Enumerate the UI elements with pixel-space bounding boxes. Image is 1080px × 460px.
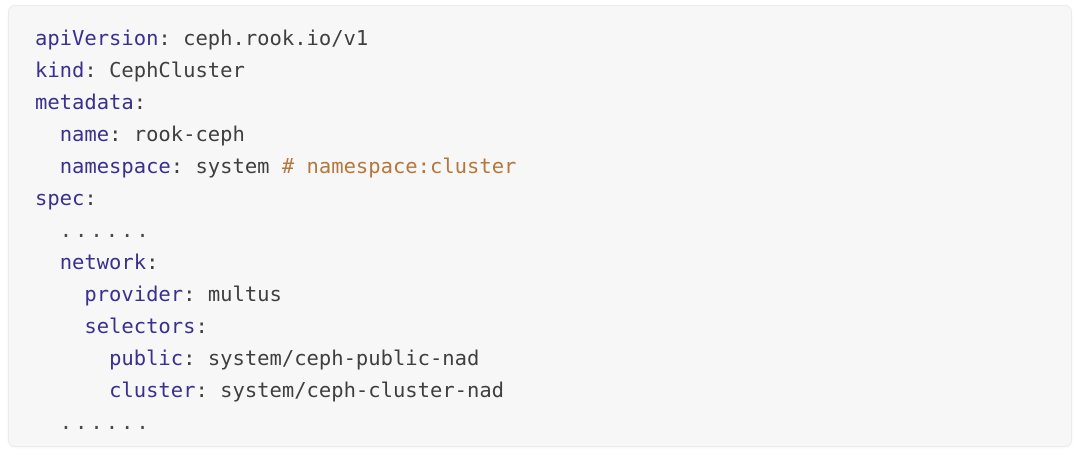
token-key: network xyxy=(59,250,147,274)
token-indent xyxy=(35,250,60,274)
token-key: kind xyxy=(35,58,85,82)
token-punc: : xyxy=(195,314,208,338)
token-indent xyxy=(35,410,60,434)
line-spec-ellipsis-top: ...... xyxy=(9,214,1071,246)
token-key: provider xyxy=(84,282,184,306)
line-spec-ellipsis-bottom: ...... xyxy=(9,406,1071,438)
token-indent xyxy=(35,218,60,242)
line-selectors-cluster: cluster: system/ceph-cluster-nad xyxy=(9,374,1071,406)
token-value: rook-ceph xyxy=(133,122,245,146)
token-key: spec xyxy=(35,186,85,210)
token-indent xyxy=(35,282,84,306)
token-punc: : xyxy=(84,186,97,210)
token-punc: : xyxy=(170,154,196,178)
token-value: system/ceph-public-nad xyxy=(207,346,480,370)
token-value: system/ceph-cluster-nad xyxy=(220,378,505,402)
token-key: cluster xyxy=(109,378,196,402)
token-punc: : xyxy=(158,26,184,50)
line-network-provider: provider: multus xyxy=(9,278,1071,310)
token-value: CephCluster xyxy=(109,58,245,82)
token-punc: : xyxy=(195,378,221,402)
token-key: selectors xyxy=(84,314,196,338)
token-punc: : xyxy=(183,282,208,306)
line-spec: spec: xyxy=(9,182,1071,214)
token-punc: : xyxy=(146,250,159,274)
line-kind: kind: CephCluster xyxy=(9,54,1071,86)
line-metadata-name: name: rook-ceph xyxy=(9,118,1071,150)
token-punc: : xyxy=(183,346,208,370)
line-selectors-public: public: system/ceph-public-nad xyxy=(9,342,1071,374)
token-value: multus xyxy=(207,282,282,306)
token-key: metadata xyxy=(35,90,134,114)
token-value: system xyxy=(195,154,282,178)
token-ellipsis: ...... xyxy=(59,218,152,242)
token-punc: : xyxy=(84,58,110,82)
token-indent xyxy=(35,154,60,178)
token-key: namespace xyxy=(59,154,171,178)
line-network-selectors: selectors: xyxy=(9,310,1071,342)
token-indent xyxy=(35,378,109,402)
token-punc: : xyxy=(109,122,134,146)
token-indent xyxy=(35,346,109,370)
line-metadata-namespace: namespace: system # namespace:cluster xyxy=(9,150,1071,182)
token-comment: # namespace:cluster xyxy=(281,154,517,178)
line-apiversion: apiVersion: ceph.rook.io/v1 xyxy=(9,22,1071,54)
line-network: network: xyxy=(9,246,1071,278)
token-punc: : xyxy=(133,90,147,114)
token-key: public xyxy=(109,346,184,370)
token-ellipsis: ...... xyxy=(59,410,152,434)
token-indent xyxy=(35,314,84,338)
token-value: ceph.rook.io/v1 xyxy=(183,26,369,50)
token-key: apiVersion xyxy=(35,26,159,50)
token-key: name xyxy=(59,122,110,146)
line-metadata: metadata: xyxy=(9,86,1071,118)
token-indent xyxy=(35,122,60,146)
